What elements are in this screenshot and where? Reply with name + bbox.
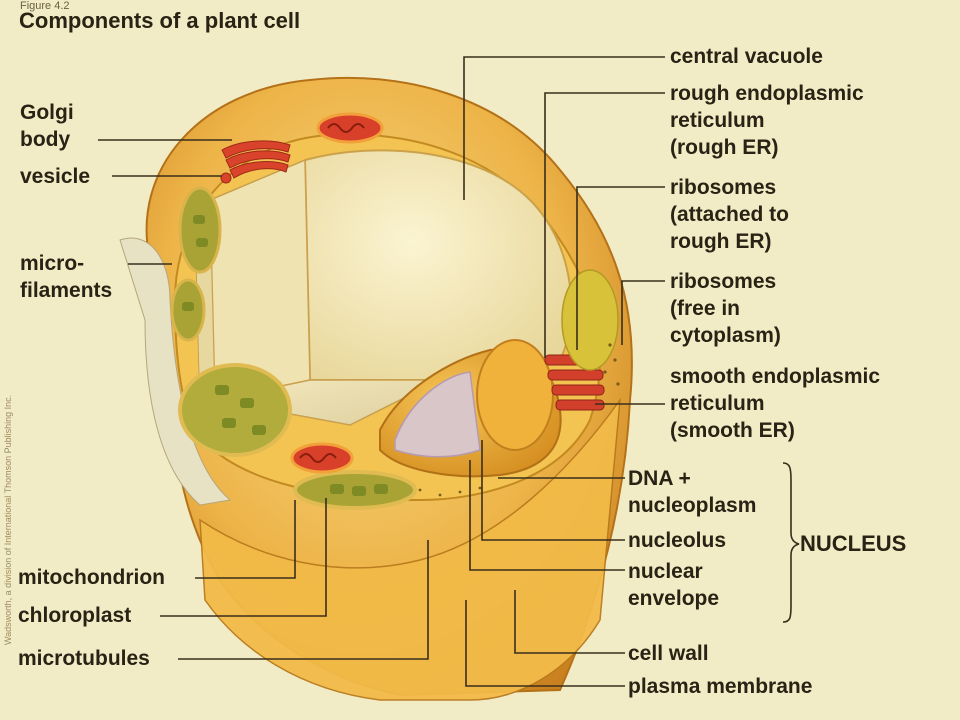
nucleus-dome <box>476 339 554 451</box>
left-band <box>119 237 232 506</box>
label-golgi-body: Golgi body <box>20 101 74 151</box>
leader-microtubules <box>178 540 429 660</box>
label-chloroplast: chloroplast <box>18 604 132 627</box>
label-nuclear-envelope: nuclear envelope <box>628 560 720 610</box>
leader-nucleolus <box>481 440 625 541</box>
label-cell-wall: cell wall <box>628 642 709 665</box>
label-micro-filaments: micro- filaments <box>20 252 113 302</box>
leader-rough-er <box>544 92 665 358</box>
leader-ribosomes-free <box>621 280 665 345</box>
publisher-credit: Wadsworth, a division of International T… <box>3 394 13 645</box>
label-smooth-er: smooth endoplasmic reticulum (smooth ER) <box>670 365 881 442</box>
label-mitochondrion: mitochondrion <box>18 566 165 589</box>
leader-chloroplast <box>160 498 327 617</box>
free-ribosome-dots <box>418 343 620 497</box>
nucleus-bracket <box>782 462 800 623</box>
label-nucleus-group: NUCLEUS <box>800 531 907 556</box>
label-dna-nucleoplasm: DNA + nucleoplasm <box>628 467 757 517</box>
leader-ribosomes-attached <box>576 186 665 350</box>
page-title: Components of a plant cell <box>19 8 301 33</box>
label-rough-er: rough endoplasmic reticulum (rough ER) <box>670 82 864 159</box>
label-central-vacuole: central vacuole <box>670 45 823 68</box>
leader-central-vacuole <box>463 56 665 200</box>
figure-label: Figure 4.2 <box>20 0 70 12</box>
chloroplast-shapes <box>170 186 417 510</box>
label-ribosomes-free: ribosomes (free in cytoplasm) <box>670 270 781 347</box>
leader-nuclear-envelope <box>469 460 625 571</box>
label-vesicle: vesicle <box>20 165 91 188</box>
leader-plasma-membrane <box>465 600 625 687</box>
right-lobe <box>561 269 619 371</box>
golgi-shape <box>220 140 291 184</box>
label-microtubules: microtubules <box>18 647 150 670</box>
leader-cell-wall <box>514 590 625 654</box>
label-ribosomes-attached: ribosomes (attached to rough ER) <box>670 176 790 253</box>
leader-mitochondrion <box>195 500 296 579</box>
nucleolus-shape <box>394 371 481 458</box>
mitochondrion-shapes <box>290 112 384 474</box>
label-plasma-membrane: plasma membrane <box>628 675 813 698</box>
label-nucleolus: nucleolus <box>628 529 727 552</box>
